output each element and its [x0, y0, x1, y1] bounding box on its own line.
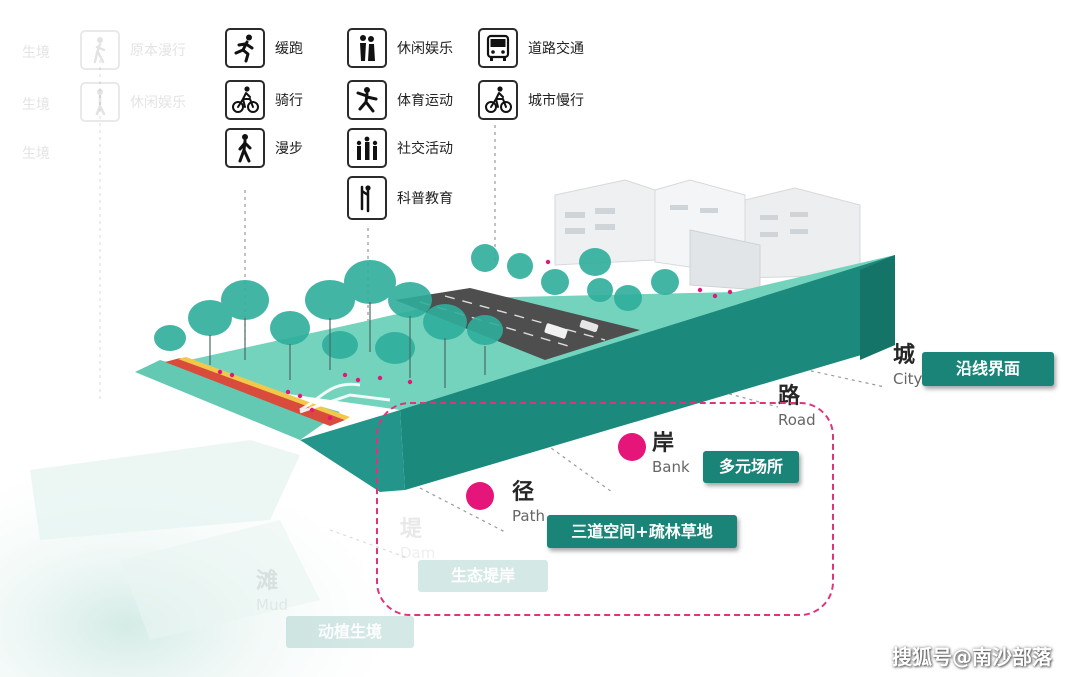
couple-icon — [347, 28, 387, 68]
layer-zh: 岸 — [652, 431, 675, 456]
tag-path: 三道空间+疏林草地 — [547, 515, 737, 548]
side-label: 生境 — [22, 146, 50, 162]
layer-city: 城 City — [893, 343, 923, 389]
walking-icon — [225, 128, 265, 168]
layer-path: 径 Path — [512, 480, 545, 526]
layer-mud: 滩 Mud — [256, 569, 288, 615]
pedestrian-icon — [80, 82, 120, 122]
path-marker-dot — [466, 482, 494, 510]
faded-lowland — [0, 420, 420, 677]
tag-dam: 生态堤岸 — [418, 560, 548, 592]
tag-mud: 动植生境 — [286, 616, 414, 648]
highlight-region — [376, 402, 834, 616]
trees — [154, 244, 679, 388]
activity-label: 科普教育 — [397, 191, 453, 207]
layer-en: Mud — [256, 596, 288, 614]
side-label: 生境 — [22, 45, 50, 61]
city-buildings — [554, 179, 861, 291]
tag-bank: 多元场所 — [703, 451, 799, 483]
activity-label: 原本漫行 — [130, 43, 186, 59]
activity-item: 休闲娱乐 — [347, 28, 453, 68]
layer-zh: 径 — [512, 480, 535, 505]
group-icon — [347, 128, 387, 168]
martial-arts-icon — [347, 80, 387, 120]
activity-label: 体育运动 — [397, 93, 453, 109]
science-icon — [347, 176, 387, 220]
layer-dam: 堤 Dam — [400, 517, 436, 563]
activity-item: 体育运动 — [347, 80, 453, 120]
watermark: 搜狐号@南沙部落 — [892, 645, 1052, 669]
tag-city: 沿线界面 — [922, 352, 1054, 386]
bank-marker-dot — [618, 433, 646, 461]
pedestrian-icon — [80, 30, 120, 70]
activity-item: 原本漫行 — [80, 30, 186, 70]
bank-walkways — [299, 382, 391, 414]
activity-item: 城市慢行 — [478, 80, 584, 120]
people-markers — [217, 259, 733, 421]
activity-item: 道路交通 — [478, 28, 584, 68]
side-label: 生境 — [22, 97, 50, 113]
cycling-icon — [225, 80, 265, 120]
layer-en: Path — [512, 507, 545, 525]
activity-label: 休闲娱乐 — [130, 95, 186, 111]
layer-en: Dam — [400, 544, 436, 562]
layer-bank: 岸 Bank — [652, 431, 690, 477]
activity-label: 城市慢行 — [528, 93, 584, 109]
activity-label: 社交活动 — [397, 141, 453, 157]
cycling-icon — [478, 80, 518, 120]
activity-label: 骑行 — [275, 93, 303, 109]
activity-item: 休闲娱乐 — [80, 82, 186, 122]
layer-en: Bank — [652, 458, 690, 476]
layer-zh: 城 — [893, 343, 916, 368]
bus-icon — [478, 28, 518, 68]
activity-label: 缓跑 — [275, 41, 303, 57]
activity-item: 科普教育 — [347, 176, 453, 220]
activity-label: 漫步 — [275, 141, 303, 157]
activity-item: 社交活动 — [347, 128, 453, 168]
activity-item: 漫步 — [225, 128, 303, 168]
activity-item: 缓跑 — [225, 28, 303, 68]
layer-zh: 堤 — [400, 517, 423, 542]
layer-zh: 滩 — [256, 569, 279, 594]
activity-label: 休闲娱乐 — [397, 41, 453, 57]
activity-item: 骑行 — [225, 80, 303, 120]
activity-label: 道路交通 — [528, 41, 584, 57]
running-icon — [225, 28, 265, 68]
layer-en: City — [893, 370, 923, 388]
